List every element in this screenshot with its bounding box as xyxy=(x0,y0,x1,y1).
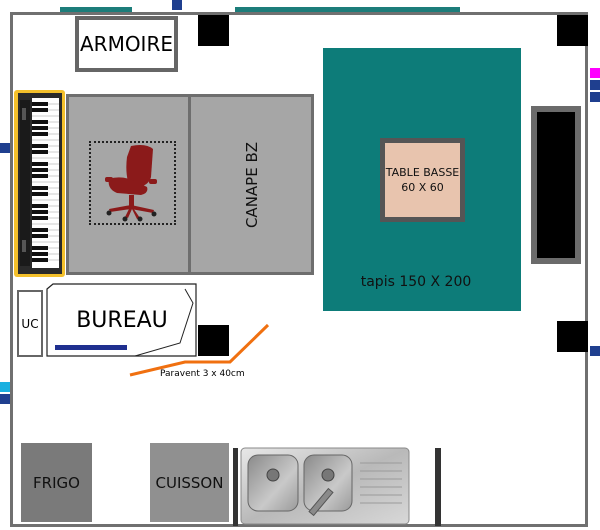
left-wall-marker xyxy=(0,143,10,153)
counter-edge-right xyxy=(435,448,441,526)
computer-tower: UC xyxy=(17,290,43,357)
right-wall-marker xyxy=(590,346,600,356)
bureau-label: BUREAU xyxy=(76,307,168,333)
pillar xyxy=(198,15,229,46)
paravent-label-box: Paravent 3 x 40cm xyxy=(160,368,280,380)
paravent-label: Paravent 3 x 40cm xyxy=(160,369,245,379)
armoire-label: ARMOIRE xyxy=(79,32,173,56)
sofa-divider xyxy=(188,94,191,275)
bureau-label-box: BUREAU xyxy=(62,300,182,340)
desk-outline xyxy=(46,283,197,357)
top-wall-window-right xyxy=(235,7,460,12)
cooktop: CUISSON xyxy=(150,443,229,522)
room-outline xyxy=(10,12,588,527)
cuisson-label: CUISSON xyxy=(155,473,224,492)
fridge: FRIGO xyxy=(21,443,92,522)
office-chair-icon xyxy=(105,145,157,222)
sink xyxy=(240,447,410,525)
left-wall-marker-cyan xyxy=(0,382,10,392)
rug-label: tapis 150 X 200 xyxy=(360,274,472,290)
desk xyxy=(45,283,198,358)
frigo-label: FRIGO xyxy=(33,473,80,492)
pillar xyxy=(557,15,588,46)
left-wall-marker xyxy=(0,394,10,404)
counter-edge-left xyxy=(233,448,238,526)
canape-label: CANAPE BZ xyxy=(242,141,261,228)
top-wall-marker xyxy=(172,0,182,10)
pillar xyxy=(557,321,588,352)
tv-screen xyxy=(537,112,575,258)
table-basse-size: 60 X 60 xyxy=(401,181,444,194)
rug-label-box: tapis 150 X 200 xyxy=(323,270,509,294)
armoire: ARMOIRE xyxy=(75,16,178,72)
canape-label-box: CANAPE BZ xyxy=(190,94,314,275)
piano xyxy=(14,90,65,277)
piano-keyboard-icon xyxy=(18,93,62,274)
paravent-screen xyxy=(129,323,270,377)
chair-area xyxy=(89,141,176,225)
right-wall-marker xyxy=(590,80,600,90)
uc-label: UC xyxy=(21,316,39,331)
right-wall-marker-magenta xyxy=(590,68,600,78)
table-basse-label: TABLE BASSE xyxy=(385,165,460,179)
right-wall-marker xyxy=(590,92,600,102)
pillar xyxy=(198,325,229,356)
double-sink-icon xyxy=(240,447,410,525)
coffee-table: TABLE BASSE 60 X 60 xyxy=(380,138,465,222)
top-wall-window-left xyxy=(60,7,132,12)
